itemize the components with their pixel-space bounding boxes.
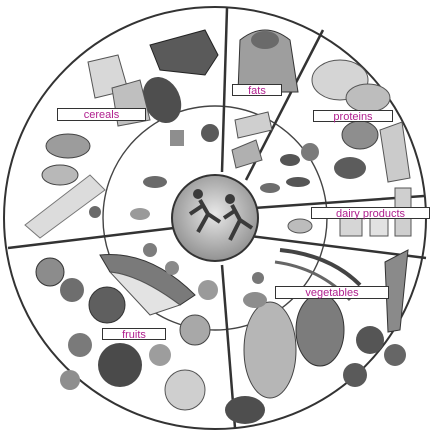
center-hub xyxy=(172,175,258,261)
label-dairy-products: dairy products xyxy=(311,207,430,219)
label-fruits: fruits xyxy=(102,328,166,340)
label-cereals: cereals xyxy=(57,108,146,121)
label-proteins: proteins xyxy=(313,110,393,122)
label-fats: fats xyxy=(232,84,282,96)
label-vegetables: vegetables xyxy=(275,286,389,299)
